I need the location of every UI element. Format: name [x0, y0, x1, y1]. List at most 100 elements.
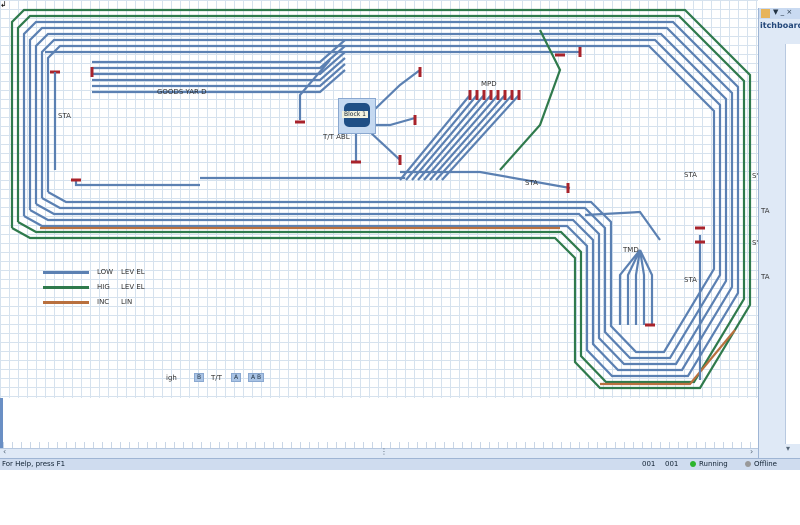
tmd-road[interactable] — [638, 249, 646, 325]
mpd-road[interactable] — [405, 94, 478, 181]
goods-yard-siding[interactable] — [92, 63, 346, 88]
status-help-text: For Help, press F1 — [2, 460, 66, 468]
mpd-road[interactable] — [441, 94, 520, 181]
mpd-road[interactable] — [417, 94, 492, 181]
scroll-down-icon[interactable]: ▾ — [786, 444, 791, 453]
goods-yard-siding[interactable] — [92, 39, 346, 64]
buffer-stop-icon — [351, 160, 361, 164]
mpd-road[interactable] — [429, 94, 506, 181]
b-button[interactable]: B — [194, 373, 205, 382]
buffer-stop-icon — [468, 90, 472, 100]
buffer-stop-icon — [295, 120, 305, 124]
track-diagram-canvas[interactable] — [0, 0, 758, 398]
tmd-road[interactable] — [626, 249, 641, 325]
buffer-stop-icon — [695, 240, 705, 244]
main-loop-track[interactable] — [40, 38, 722, 360]
incline-track[interactable] — [600, 329, 736, 386]
offline-indicator-icon — [745, 461, 751, 467]
legend-line-high — [43, 286, 89, 289]
track-layout — [10, 8, 752, 390]
a-button[interactable]: A — [231, 373, 242, 382]
buffer-stop-icon — [578, 47, 582, 57]
siding[interactable] — [298, 59, 331, 120]
resize-corner-icon: ↲ — [0, 0, 7, 9]
buffer-stop-icon — [510, 90, 514, 100]
goods-yard-siding[interactable] — [92, 45, 346, 70]
legend-low-label: LOW — [97, 268, 114, 276]
status-running: Running — [699, 460, 728, 468]
tmd-road[interactable] — [618, 249, 641, 325]
status-offline: Offline — [754, 460, 777, 468]
block-label: Block 1 — [342, 111, 368, 118]
label-tmd: TMD — [623, 246, 639, 254]
main-loop-track[interactable] — [28, 26, 734, 372]
label-sta-left: STA — [58, 112, 71, 120]
goods-yard-siding[interactable] — [92, 69, 346, 94]
main-loop-track[interactable] — [22, 20, 740, 378]
buffer-stop-icon — [503, 90, 507, 100]
buffer-stop-icon — [517, 90, 521, 100]
main-loop-track[interactable] — [34, 32, 728, 366]
label-mpd: MPD — [481, 80, 497, 88]
lower-pane — [0, 398, 761, 448]
main-loop-track[interactable] — [16, 14, 746, 384]
buffer-stop-icon — [566, 183, 570, 193]
turntable-road[interactable] — [369, 131, 401, 161]
label-tt-abl: T/T ABL — [323, 133, 350, 141]
scroll-left-icon[interactable]: ‹ — [3, 447, 7, 456]
buffer-stop-icon — [489, 90, 493, 100]
legend-high-label: HIG — [97, 283, 110, 291]
turntable-road[interactable] — [373, 69, 421, 111]
buffer-stop-icon — [482, 90, 486, 100]
status-bar: For Help, press F1 001 001 Running Offli… — [0, 458, 800, 470]
tmd-road[interactable] — [634, 249, 642, 325]
mpd-road[interactable] — [411, 94, 485, 181]
turntable-block[interactable]: Block 1 — [338, 98, 376, 134]
mpd-road[interactable] — [399, 94, 471, 181]
siding[interactable] — [400, 170, 571, 190]
legend-low-label-2: LEV EL — [121, 268, 145, 276]
tmd-access[interactable] — [584, 210, 661, 241]
label-sta-mid: STA — [525, 179, 538, 187]
label-s-right-1: S' — [752, 172, 759, 180]
pin-icon[interactable] — [761, 9, 770, 18]
ab-button[interactable]: A B — [248, 373, 265, 382]
buffer-stop-icon — [90, 67, 94, 77]
buffer-stop-icon — [555, 53, 565, 57]
mpd-road[interactable] — [435, 94, 513, 181]
legend-incline-label-2: LIN — [121, 298, 133, 306]
scroll-right-icon[interactable]: › — [750, 447, 754, 456]
goods-yard-siding[interactable] — [92, 51, 346, 76]
panel-controls[interactable]: ▼ _ × — [773, 8, 793, 16]
main-loop-track[interactable] — [46, 44, 716, 354]
buffer-stop-icon — [418, 67, 422, 77]
label-ta-right-1: TA — [761, 207, 770, 215]
status-counter-1: 001 — [642, 460, 656, 468]
legend-line-incline — [43, 301, 89, 304]
label-ta-right-2: TA — [761, 273, 770, 281]
buffer-stop-icon — [413, 115, 417, 125]
buffer-stop-icon — [695, 226, 705, 230]
siding[interactable] — [74, 180, 200, 187]
legend-line-low — [43, 271, 89, 274]
goods-yard-siding[interactable] — [92, 57, 346, 82]
label-s-right-2: S' — [752, 239, 759, 247]
buffer-stop-icon — [496, 90, 500, 100]
connecting-line[interactable] — [499, 29, 562, 171]
tt-label: T/T — [211, 374, 222, 382]
label-sta-right-1: STA — [684, 171, 697, 179]
mpd-road[interactable] — [423, 94, 499, 181]
horizontal-scrollbar[interactable]: ‹ ⋮ › — [0, 447, 758, 459]
legend-incline-label: INC — [97, 298, 110, 306]
panel-scroll-area[interactable] — [785, 44, 800, 444]
turntable-road[interactable] — [374, 116, 416, 127]
label-sta-right-2: STA — [684, 276, 697, 284]
buffer-stop-icon — [645, 323, 655, 327]
buffer-stop-icon — [398, 155, 402, 165]
buffer-stop-icon — [71, 178, 81, 182]
panel-title: itchboard — [760, 21, 800, 30]
main-loop-track[interactable] — [10, 8, 752, 390]
legend-high-label-2: LEV EL — [121, 283, 145, 291]
tmd-road[interactable] — [639, 249, 654, 325]
scroll-thumb-grip[interactable]: ⋮ — [380, 447, 388, 456]
